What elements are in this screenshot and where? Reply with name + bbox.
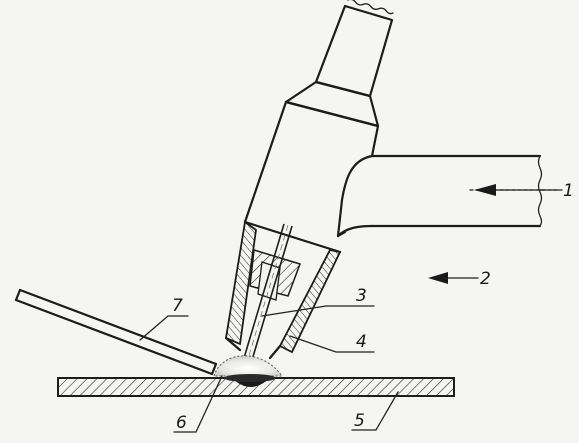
gas-nozzle-4 bbox=[224, 220, 342, 360]
gas-supply-hose bbox=[336, 154, 543, 238]
label-4: 4 bbox=[356, 332, 367, 352]
label-2: 2 bbox=[480, 269, 491, 289]
torch-body bbox=[243, 100, 380, 254]
label-7: 7 bbox=[172, 296, 183, 316]
filler-rod-7 bbox=[14, 288, 218, 376]
label-3: 3 bbox=[356, 286, 367, 306]
electrode-collet bbox=[249, 249, 301, 301]
tungsten-electrode-3 bbox=[243, 223, 293, 361]
label-1: 1 bbox=[563, 181, 574, 201]
torch-handle bbox=[314, 0, 394, 98]
shielding-gas-arrow-2 bbox=[428, 272, 475, 284]
workpiece-5 bbox=[57, 374, 455, 397]
torch-collar bbox=[284, 80, 380, 128]
leader-lines bbox=[139, 189, 563, 433]
label-6: 6 bbox=[176, 413, 187, 433]
arc-zone bbox=[213, 355, 283, 377]
label-5: 5 bbox=[354, 411, 365, 431]
